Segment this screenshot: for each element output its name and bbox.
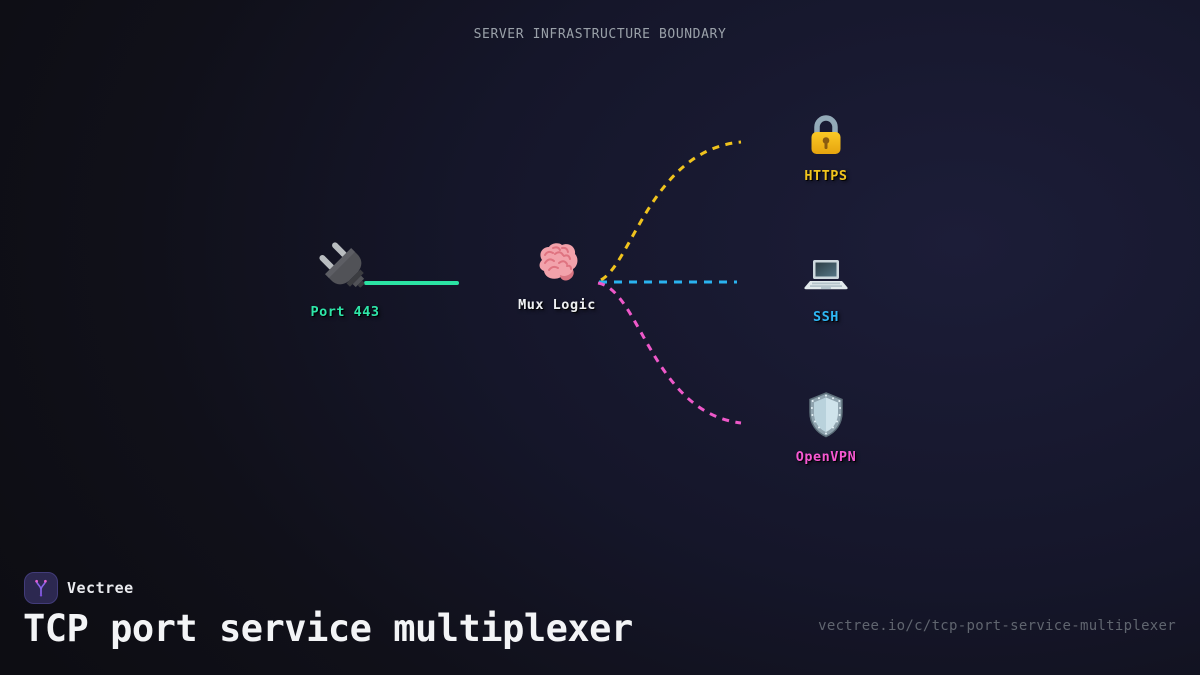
node-label-ssh: SSH [813, 309, 839, 325]
node-label-port-443: Port 443 [310, 304, 380, 320]
lock-icon [803, 112, 849, 158]
brand-name: Vectree [67, 579, 134, 597]
page-title: TCP port service multiplexer [23, 607, 633, 650]
node-label-mux-logic: Mux Logic [518, 297, 596, 313]
vectree-logo-icon [35, 579, 47, 597]
node-mux-logic: Mux Logic [482, 239, 632, 313]
plug-icon [319, 242, 371, 294]
footer: Vectree TCP port service multiplexer vec… [0, 565, 1200, 675]
laptop-icon [802, 255, 850, 299]
node-ssh: SSH [751, 255, 901, 325]
vectree-logo [24, 572, 58, 604]
brain-icon [533, 239, 581, 287]
node-label-https: HTTPS [804, 168, 848, 184]
node-port-443: Port 443 [270, 242, 420, 320]
page-url: vectree.io/c/tcp-port-service-multiplexe… [818, 618, 1176, 634]
node-label-openvpn: OpenVPN [795, 449, 857, 465]
shield-icon [803, 391, 849, 439]
node-https: HTTPS [751, 112, 901, 184]
boundary-label: SERVER INFRASTRUCTURE BOUNDARY [473, 27, 727, 42]
node-openvpn: OpenVPN [751, 391, 901, 465]
